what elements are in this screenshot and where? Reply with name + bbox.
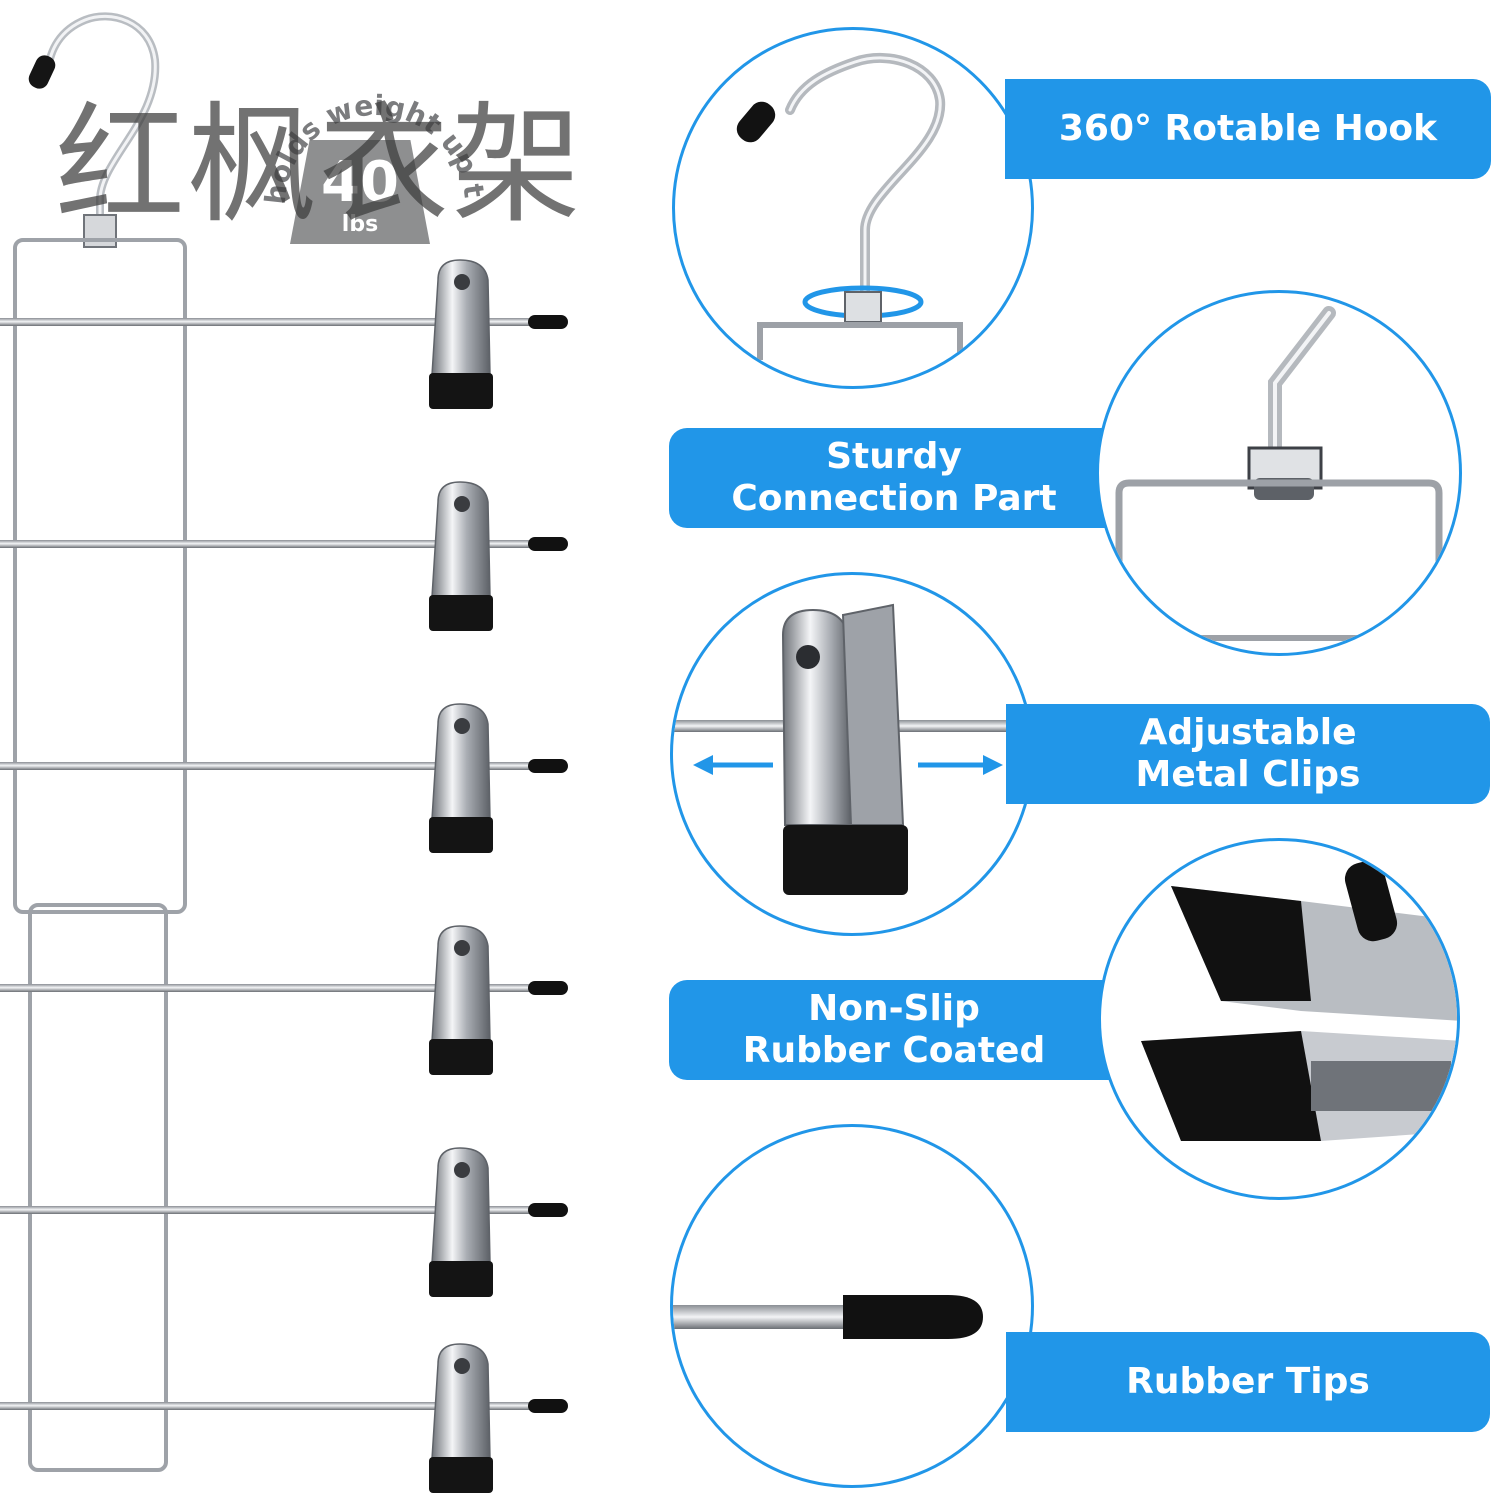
weight-arc-label: holds weight up to bbox=[0, 0, 491, 206]
hanger-illustration bbox=[0, 12, 568, 1493]
banner-rubber-coated: Non-Slip Rubber Coated bbox=[669, 980, 1119, 1080]
feature-image-connection-part bbox=[1096, 290, 1462, 656]
clip-rubber-pad bbox=[429, 1457, 493, 1493]
clip-rivet bbox=[454, 1162, 470, 1178]
clip-rubber-pad bbox=[429, 817, 493, 853]
weight-number: 40 bbox=[321, 150, 399, 215]
banner-connection-part: Sturdy Connection Part bbox=[669, 428, 1119, 528]
banner-rubber-tips: Rubber Tips bbox=[1006, 1332, 1490, 1432]
hanger-bar bbox=[0, 318, 535, 326]
banner-tips-text: Rubber Tips bbox=[1126, 1360, 1370, 1402]
metal-clip-icon bbox=[431, 1343, 491, 1460]
connection-part-icon bbox=[1115, 306, 1443, 641]
rubber-tip-icon bbox=[528, 759, 568, 773]
feature-image-rotating-hook bbox=[672, 27, 1034, 389]
banner-clips-line2: Metal Clips bbox=[1135, 754, 1361, 795]
clip-rubber-pad bbox=[429, 1261, 493, 1297]
rotating-hook-icon bbox=[736, 53, 963, 360]
rubber-jaw-icon bbox=[1141, 860, 1457, 1141]
metal-clip-icon bbox=[431, 259, 491, 376]
watermark: 红枫衣架 bbox=[55, 89, 584, 241]
banner-connection-line1: Sturdy bbox=[826, 435, 962, 477]
rubber-tip-icon bbox=[673, 1295, 983, 1339]
metal-clip-icon bbox=[431, 481, 491, 598]
rubber-tip-icon bbox=[528, 981, 568, 995]
clip-rivet bbox=[454, 274, 470, 290]
hanger-bar bbox=[0, 1402, 535, 1410]
clip-rubber-pad bbox=[429, 373, 493, 409]
weight-badge bbox=[290, 140, 430, 244]
hanger-bar bbox=[0, 984, 535, 992]
banner-rotable-hook: 360° Rotable Hook bbox=[1005, 79, 1491, 179]
banner-connection-line2: Connection Part bbox=[731, 478, 1057, 519]
hanger-bar bbox=[0, 1206, 535, 1214]
feature-image-rubber-tip bbox=[670, 1124, 1034, 1488]
hanger-bars bbox=[0, 259, 568, 1493]
rubber-tip-icon bbox=[528, 1399, 568, 1413]
banner-rotable-hook-text: 360° Rotable Hook bbox=[1058, 107, 1438, 149]
feature-image-rubber-jaw bbox=[1098, 838, 1460, 1200]
hanger-bar bbox=[0, 540, 535, 548]
clip-rivet bbox=[454, 718, 470, 734]
feature-image-sliding-clip bbox=[670, 572, 1034, 936]
rubber-tip-icon bbox=[528, 315, 568, 329]
metal-clip-icon bbox=[431, 1147, 491, 1264]
banner-rubber-line1: Non-Slip bbox=[808, 987, 980, 1029]
metal-clip-icon bbox=[431, 703, 491, 820]
hanger-frame bbox=[13, 238, 187, 1472]
banner-rubber-line2: Rubber Coated bbox=[742, 1030, 1046, 1071]
weight-unit: lbs bbox=[341, 212, 379, 237]
clip-rubber-pad bbox=[429, 1039, 493, 1075]
clip-rivet bbox=[454, 496, 470, 512]
rubber-tip-icon bbox=[528, 537, 568, 551]
clip-rubber-pad bbox=[429, 595, 493, 631]
clip-rivet bbox=[454, 1358, 470, 1374]
sliding-clip-icon bbox=[673, 603, 1031, 895]
hanger-bar bbox=[0, 762, 535, 770]
clip-rivet bbox=[454, 940, 470, 956]
metal-clip-icon bbox=[431, 925, 491, 1042]
banner-clips-line1: Adjustable bbox=[1139, 711, 1357, 753]
banner-metal-clips: Adjustable Metal Clips bbox=[1006, 704, 1490, 804]
rubber-tip-icon bbox=[528, 1203, 568, 1217]
